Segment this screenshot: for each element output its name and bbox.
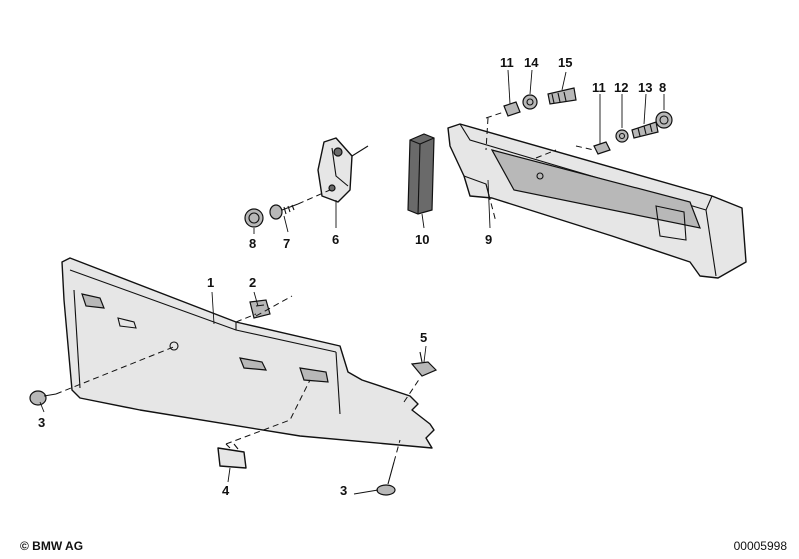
- clip-part: [410, 351, 438, 377]
- washer-14-part: [522, 94, 538, 110]
- callout-labels: 1 2 3 3 4 5 6 7 8 8 9 10 11 11 12 13 14 …: [38, 55, 666, 498]
- callout-12: 12: [614, 80, 628, 95]
- washer-12-part: [615, 129, 629, 143]
- upper-rail-part: [447, 123, 747, 279]
- screw-13-part: [631, 121, 659, 139]
- callout-9: 9: [485, 232, 492, 247]
- screw-cap-left-part: [29, 390, 57, 406]
- callout-3-left: 3: [38, 415, 45, 430]
- screw-bottom-part: [376, 461, 396, 496]
- callout-11-upper: 11: [500, 55, 514, 70]
- callout-8-right: 8: [659, 80, 666, 95]
- callout-6: 6: [332, 232, 339, 247]
- bracket-part: [317, 137, 369, 203]
- callout-14: 14: [524, 55, 539, 70]
- callout-7: 7: [283, 236, 290, 251]
- callout-15: 15: [558, 55, 572, 70]
- clip-nut-part: [249, 299, 271, 319]
- callout-2: 2: [249, 275, 256, 290]
- callout-4: 4: [222, 483, 230, 498]
- leader-lines: [39, 69, 665, 495]
- cover-cap-part: [217, 443, 247, 469]
- callout-1: 1: [207, 275, 214, 290]
- callout-10: 10: [415, 232, 429, 247]
- callout-3-bottom: 3: [340, 483, 347, 498]
- callout-5: 5: [420, 330, 427, 345]
- foam-block-part: [407, 133, 435, 215]
- callout-8-left: 8: [249, 236, 256, 251]
- assembly-lines: [55, 111, 595, 463]
- copyright-notice: © BMW AG: [20, 539, 84, 553]
- screw-7-part: [269, 203, 299, 220]
- nut-8-right-part: [655, 111, 673, 129]
- screw-15-part: [547, 87, 577, 105]
- trim-panel-part: [61, 257, 435, 449]
- callout-11-right: 11: [592, 80, 606, 95]
- spacer-11-left-part: [503, 101, 521, 117]
- cap-8-left-part: [244, 208, 264, 228]
- callout-13: 13: [638, 80, 652, 95]
- spacer-11-right-part: [593, 141, 611, 155]
- document-number: 00005998: [733, 539, 787, 553]
